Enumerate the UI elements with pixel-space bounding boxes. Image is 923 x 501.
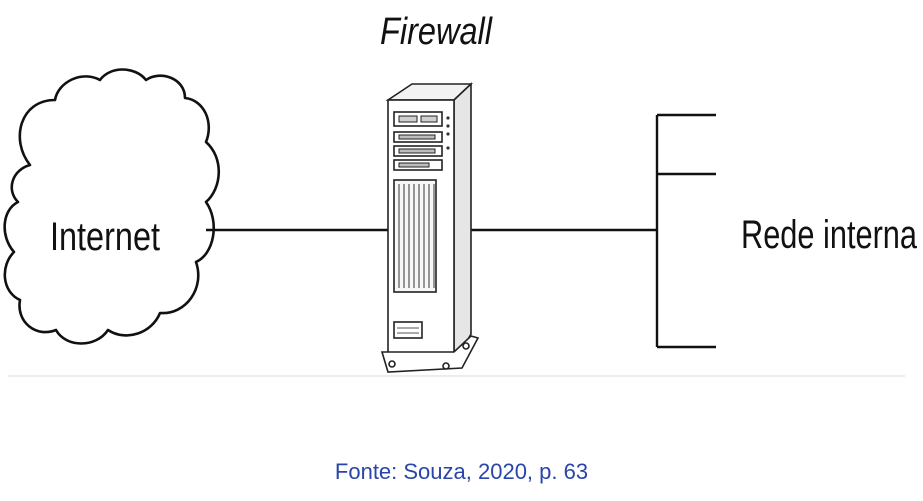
firewall-server-icon bbox=[380, 82, 480, 373]
source-caption: Fonte: Souza, 2020, p. 63 bbox=[334, 459, 589, 484]
internal-network-bus bbox=[655, 113, 716, 349]
internet-label: Internet bbox=[50, 215, 160, 259]
diagram-title: Firewall bbox=[380, 11, 493, 53]
internet-cloud-icon bbox=[3, 68, 220, 345]
internal-network-label: Rede interna bbox=[741, 213, 918, 257]
